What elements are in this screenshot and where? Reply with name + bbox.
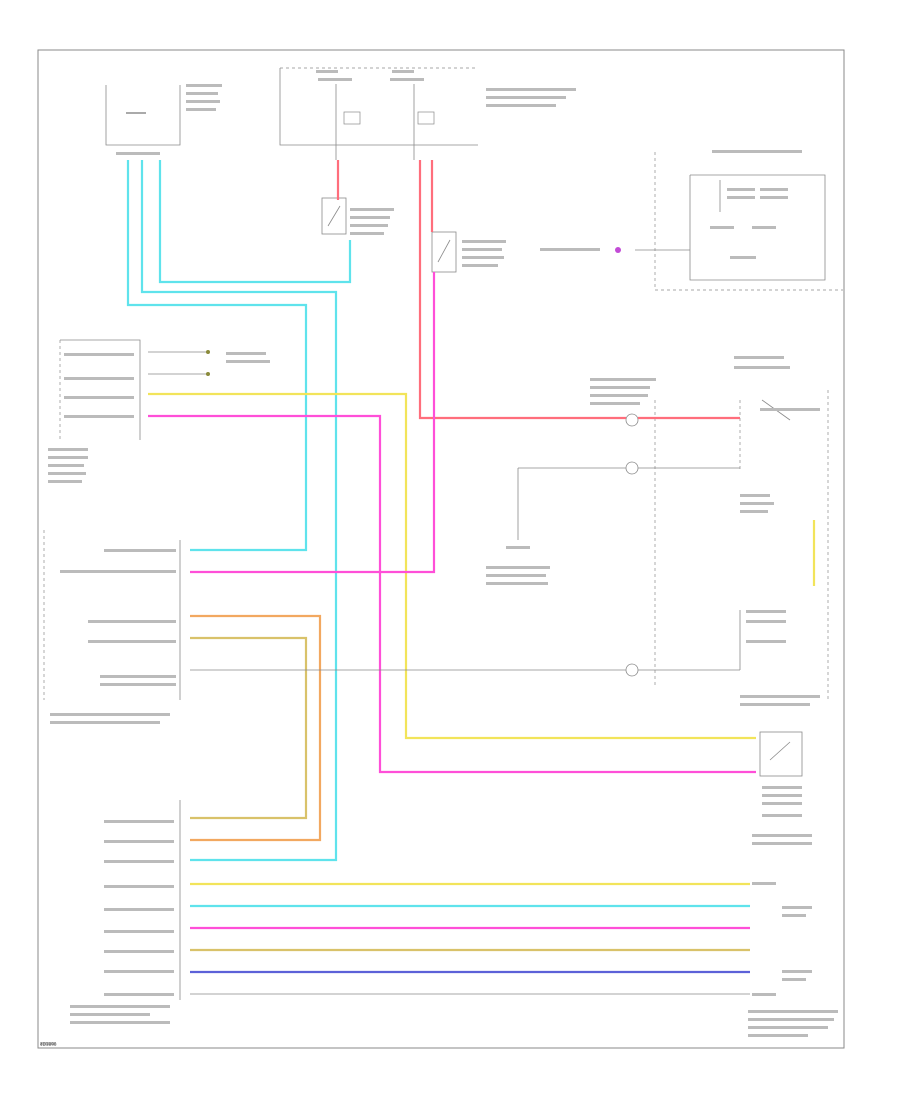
- wires: [126, 160, 816, 995]
- wire-khaki-1: [190, 636, 308, 820]
- wire-pink-2: [190, 272, 436, 574]
- wire-yellow-1: [148, 392, 756, 740]
- transmission-control-module: [48, 339, 141, 483]
- connector-labels-left: [104, 820, 174, 996]
- fuse-block: [279, 67, 576, 160]
- right-center-module: [486, 378, 656, 685]
- connector-dots: [206, 350, 270, 376]
- instrument-panel-cluster: [540, 150, 843, 291]
- stop-lamp-switch: [321, 197, 394, 235]
- wire-cyan-1: [126, 160, 308, 552]
- brake-pedal-sensor: [752, 731, 812, 845]
- bottom-right-sensors: [748, 882, 838, 1037]
- powertrain-control-module: [43, 530, 181, 724]
- wire-cyan-2: [140, 160, 338, 862]
- wire-cyan-3: [158, 160, 352, 284]
- wire-red-2: [418, 160, 626, 420]
- top-left-module: [105, 84, 222, 155]
- diagram-border: [37, 49, 845, 1049]
- wire-orange-1: [190, 614, 322, 842]
- right-switch-group: [638, 356, 829, 706]
- footer-code: 4D3890: [40, 1042, 57, 1047]
- wire-pink-1: [148, 414, 756, 774]
- bottom-left-module: [40, 800, 181, 1045]
- tcc-brake-switch: [431, 231, 506, 273]
